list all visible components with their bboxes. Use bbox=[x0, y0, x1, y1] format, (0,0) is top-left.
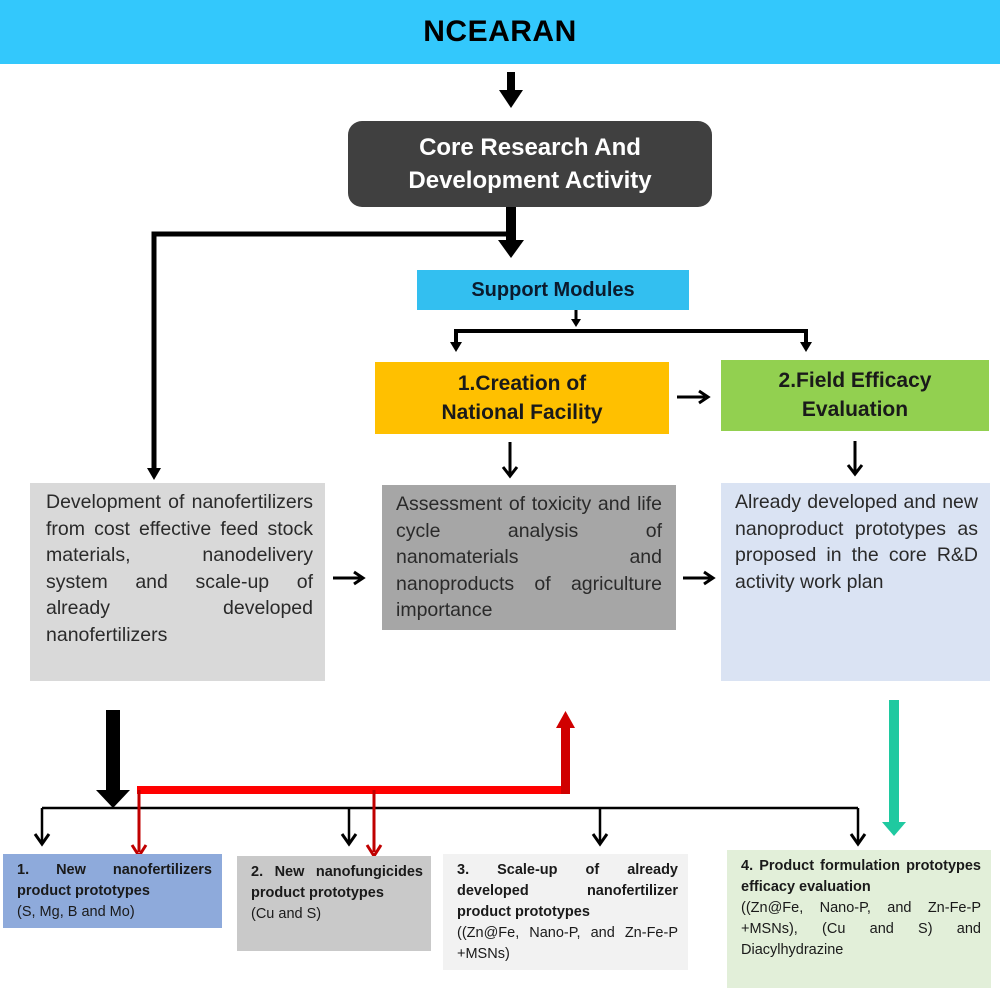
arrow-development-to-assessment bbox=[333, 570, 366, 586]
output-2-title: 2. New nanofungicides product prototypes bbox=[251, 864, 423, 901]
output-1-detail: (S, Mg, B and Mo) bbox=[17, 904, 135, 920]
arrow-module2-down bbox=[846, 441, 864, 477]
assessment-description-text: Assessment of toxicity and life cycle an… bbox=[396, 493, 662, 621]
output-3-title: 3. Scale-up of already developed nanofer… bbox=[457, 862, 678, 920]
output-1-title: 1. New nanofertilizers product prototype… bbox=[17, 862, 212, 899]
core-line-1: Core Research And bbox=[419, 134, 641, 161]
connector-red-feedback bbox=[130, 711, 575, 859]
output-4-title: 4. Product formulation prototypes effica… bbox=[741, 858, 981, 895]
output-4-detail: ((Zn@Fe, Nano-P, and Zn-Fe-P +MSNs), (Cu… bbox=[741, 900, 981, 958]
arrow-module1-to-module2 bbox=[677, 389, 711, 405]
header-title: NCEARAN bbox=[423, 15, 577, 48]
support-modules-label: Support Modules bbox=[471, 278, 635, 301]
module-field-efficacy: 2.Field Efficacy Evaluation bbox=[721, 360, 989, 431]
development-description-box: Development of nanofertilizers from cost… bbox=[30, 483, 325, 681]
arrow-header-to-core bbox=[499, 72, 523, 108]
core-line-2: Development Activity bbox=[408, 167, 652, 194]
development-description-text: Development of nanofertilizers from cost… bbox=[46, 491, 313, 646]
module-2-line-2: Evaluation bbox=[801, 398, 909, 421]
connector-support-to-modules bbox=[450, 310, 812, 352]
assessment-description-box: Assessment of toxicity and life cycle an… bbox=[382, 485, 676, 630]
output-3-detail: ((Zn@Fe, Nano-P, and Zn-Fe-P +MSNs) bbox=[457, 925, 678, 962]
header-banner: NCEARAN bbox=[0, 0, 1000, 64]
arrow-teal-to-output4 bbox=[882, 700, 906, 836]
module-2-line-1: 2.Field Efficacy bbox=[778, 369, 932, 392]
output-2-detail: (Cu and S) bbox=[251, 906, 322, 922]
prototypes-description-text: Already developed and new nanoproduct pr… bbox=[735, 491, 978, 593]
arrow-assessment-to-prototypes bbox=[683, 570, 716, 586]
module-1-line-2: National Facility bbox=[441, 401, 603, 424]
output-scale-up: 3. Scale-up of already developed nanofer… bbox=[443, 854, 688, 970]
output-new-nanofungicides: 2. New nanofungicides product prototypes… bbox=[237, 856, 431, 951]
output-new-nanofertilizers: 1. New nanofertilizers product prototype… bbox=[3, 854, 222, 928]
module-national-facility: 1.Creation of National Facility bbox=[375, 362, 669, 434]
core-research-box: Core Research And Development Activity bbox=[348, 121, 712, 207]
prototypes-description-box: Already developed and new nanoproduct pr… bbox=[721, 483, 990, 681]
output-formulation-evaluation: 4. Product formulation prototypes effica… bbox=[727, 850, 991, 988]
arrow-module1-down bbox=[501, 442, 519, 479]
arrow-development-to-outputs bbox=[96, 710, 130, 808]
connector-output-bus bbox=[33, 806, 867, 847]
module-1-line-1: 1.Creation of bbox=[457, 372, 587, 395]
support-modules-box: Support Modules bbox=[417, 270, 689, 310]
